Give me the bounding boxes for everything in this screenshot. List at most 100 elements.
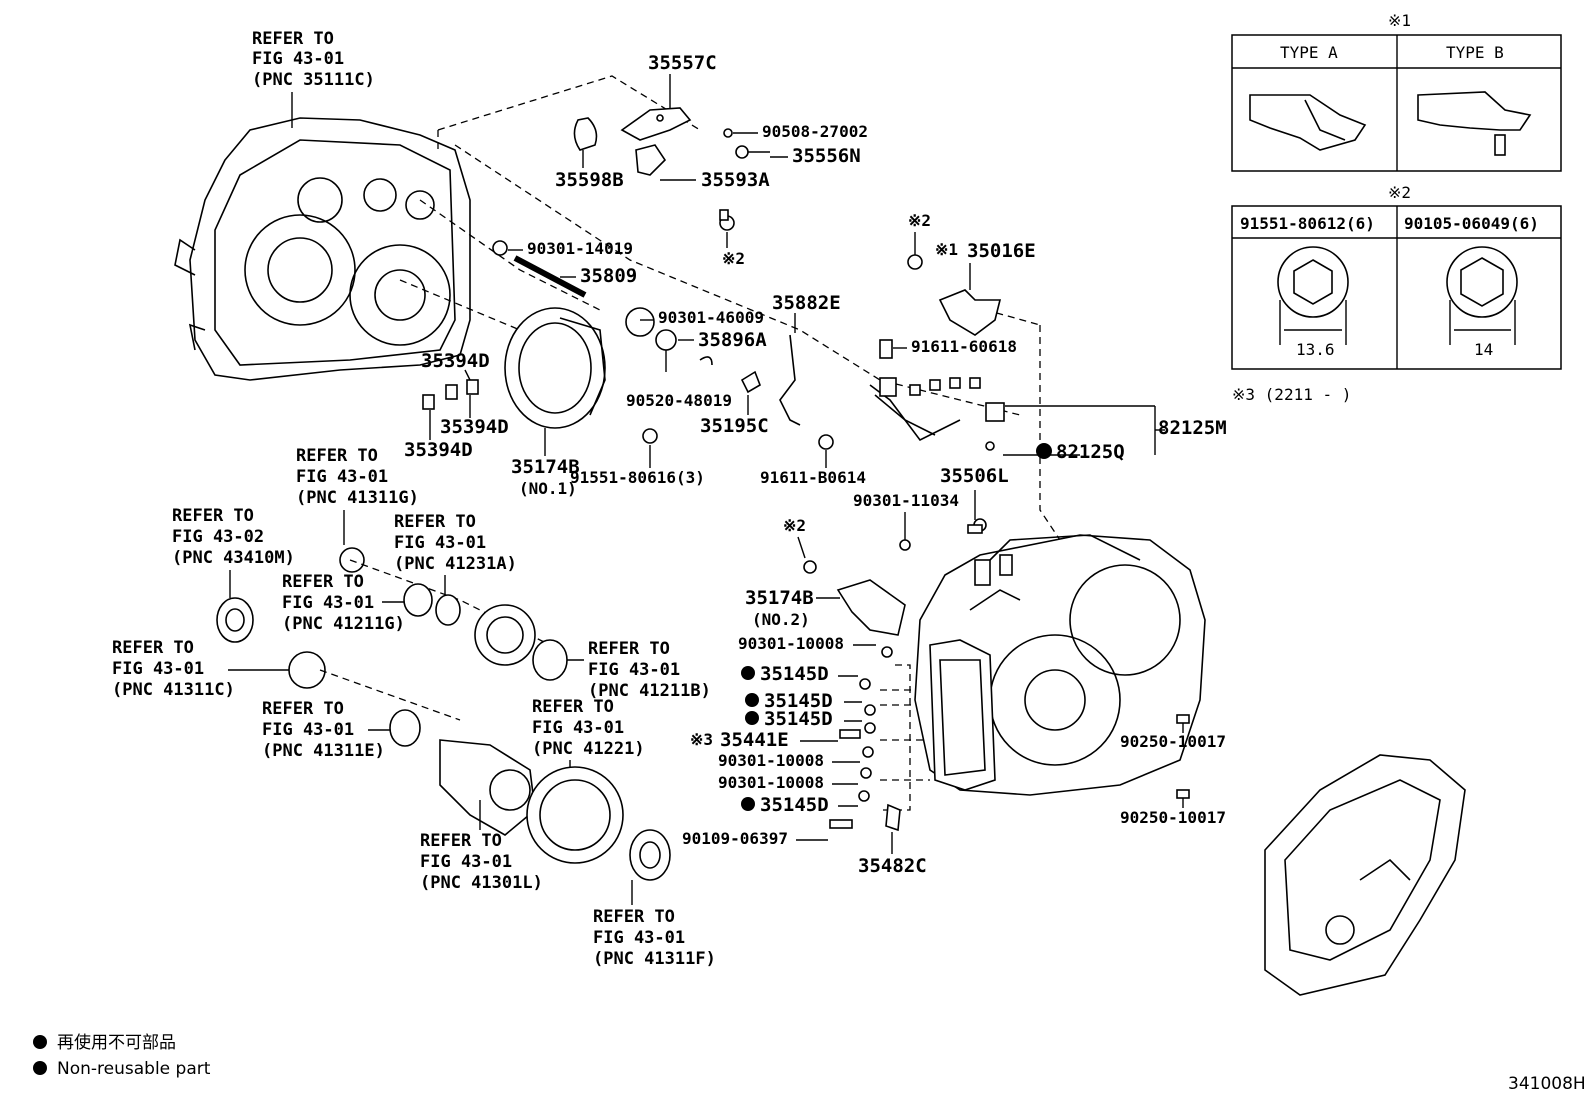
label-35394D-c: 35394D xyxy=(404,439,473,461)
label-90109-06397: 90109-06397 xyxy=(682,829,788,848)
assembly-dash-lines xyxy=(319,75,1061,811)
label-35556N: 35556N xyxy=(792,145,861,167)
transaxle-housing-drawing xyxy=(174,117,471,381)
label-82125Q: 82125Q xyxy=(1056,441,1125,463)
label-35145D-c: 35145D xyxy=(764,708,833,730)
ref-text-0: REFER TO xyxy=(296,446,378,466)
cover-35174B-no1-drawing xyxy=(504,307,606,429)
bolt-a-dim: 13.6 xyxy=(1296,340,1335,359)
ref-text-12: REFER TO xyxy=(112,638,194,658)
ref-text-1: FIG 43-01 xyxy=(296,467,388,487)
bolt-a-partno: 91551-80612(6) xyxy=(1240,214,1375,233)
label-ref2-b: ※2 xyxy=(908,211,931,230)
extension-housing-drawing xyxy=(1264,754,1466,996)
legend-dot-1 xyxy=(33,1035,47,1049)
label-91611-60618: 91611-60618 xyxy=(911,337,1017,356)
label-90301-10008-c: 90301-10008 xyxy=(718,773,824,792)
ref-text-2: (PNC 41311G) xyxy=(296,488,419,508)
ref-text-26: (PNC 41301L) xyxy=(420,873,543,893)
harness-82125M-drawing xyxy=(869,254,1165,456)
ref-text-18: REFER TO xyxy=(262,699,344,719)
label-ref1-b: ※1 xyxy=(935,240,958,259)
bolt-b-partno: 90105-06049(6) xyxy=(1404,214,1539,233)
label-ref3: ※3 xyxy=(690,730,713,749)
ref-text-20: (PNC 41311E) xyxy=(262,741,385,761)
differential-parts-drawing xyxy=(216,547,671,881)
label-35174B-no2: 35174B xyxy=(745,587,814,609)
ref-text-13: FIG 43-01 xyxy=(112,659,204,679)
label-90301-46009: 90301-46009 xyxy=(658,308,764,327)
blocks-35394D-drawing xyxy=(422,379,479,410)
label-35557C: 35557C xyxy=(648,52,717,74)
label-ref2-a: ※2 xyxy=(722,249,745,268)
ref-text-6: REFER TO xyxy=(394,512,476,532)
label-35174B-no1: 35174B xyxy=(511,456,580,478)
label-90301-10008-b: 90301-10008 xyxy=(718,751,824,770)
ref-housing-label: REFER TO FIG 43-01 (PNC 35111C) xyxy=(252,29,375,128)
ref-text-4: FIG 43-02 xyxy=(172,527,264,547)
ref-text-8: (PNC 41231A) xyxy=(394,554,517,574)
label-35394D-a: 35394D xyxy=(421,350,490,372)
note3-text: ※3 (2211 - ) xyxy=(1232,385,1351,404)
ref-text-19: FIG 43-01 xyxy=(262,720,354,740)
ref-line3: (PNC 35111C) xyxy=(252,70,375,90)
label-35482C: 35482C xyxy=(858,855,927,877)
note1-mark: ※1 xyxy=(1388,11,1411,30)
reference-labels: REFER TO FIG 43-01 (PNC 41311G) REFER TO… xyxy=(112,446,716,969)
plugs-35145D-drawing xyxy=(829,646,1190,832)
label-35016E: 35016E xyxy=(967,240,1036,262)
label-35506L: 35506L xyxy=(940,465,1009,487)
label-35145D-a: 35145D xyxy=(760,663,829,685)
ref-text-9: REFER TO xyxy=(282,572,364,592)
part-labels: 35557C 90508-27002 35556N 35598B 35593A … xyxy=(404,52,1227,877)
label-35809: 35809 xyxy=(580,265,637,287)
label-35145D-d: 35145D xyxy=(760,794,829,816)
non-reusable-dot xyxy=(1036,443,1052,459)
bolt-b-dim: 14 xyxy=(1474,340,1493,359)
label-35145D-b: 35145D xyxy=(764,690,833,712)
bracket-35557C-drawing xyxy=(492,107,834,450)
label-35896A: 35896A xyxy=(698,329,767,351)
label-35598B: 35598B xyxy=(555,169,624,191)
label-35882E: 35882E xyxy=(772,292,841,314)
label-91611-B0614: 91611-B0614 xyxy=(760,468,866,487)
type-a-header: TYPE A xyxy=(1280,43,1338,62)
ref-line1: REFER TO xyxy=(252,29,334,49)
label-90250-10017-a: 90250-10017 xyxy=(1120,732,1226,751)
label-90520-48019: 90520-48019 xyxy=(626,391,732,410)
type-b-header: TYPE B xyxy=(1446,43,1504,62)
ref-line2: FIG 43-01 xyxy=(252,49,344,69)
label-90250-10017-b: 90250-10017 xyxy=(1120,808,1226,827)
legend-jp: 再使用不可部品 xyxy=(57,1032,176,1053)
legend-en: Non-reusable part xyxy=(57,1059,211,1079)
ref-text-7: FIG 43-01 xyxy=(394,533,486,553)
label-35195C: 35195C xyxy=(700,415,769,437)
ref-text-10: FIG 43-01 xyxy=(282,593,374,613)
label-90301-11034: 90301-11034 xyxy=(853,491,959,510)
ref-text-21: REFER TO xyxy=(532,697,614,717)
ref-text-3: REFER TO xyxy=(172,506,254,526)
ref-text-16: FIG 43-01 xyxy=(588,660,680,680)
ref-text-14: (PNC 41311C) xyxy=(112,680,235,700)
label-82125M: 82125M xyxy=(1158,417,1227,439)
note2-mark: ※2 xyxy=(1388,183,1411,202)
label-90301-10008-a: 90301-10008 xyxy=(738,634,844,653)
label-35174B-no1-sub: (NO.1) xyxy=(519,479,577,498)
ref-text-23: (PNC 41221) xyxy=(532,739,645,759)
label-90301-14019: 90301-14019 xyxy=(527,239,633,258)
ref-text-17: (PNC 41211B) xyxy=(588,681,711,701)
legend: 再使用不可部品 Non-reusable part xyxy=(33,1032,211,1079)
label-35593A: 35593A xyxy=(701,169,770,191)
legend-dot-2 xyxy=(33,1061,47,1075)
ref-text-5: (PNC 43410M) xyxy=(172,548,295,568)
ref-text-29: (PNC 41311F) xyxy=(593,949,716,969)
ref-text-24: REFER TO xyxy=(420,831,502,851)
note2-table: ※2 91551-80612(6) 90105-06049(6) 13.6 14 xyxy=(1231,183,1562,370)
note1-table: ※1 TYPE A TYPE B xyxy=(1231,11,1562,172)
ref-text-25: FIG 43-01 xyxy=(420,852,512,872)
ref-text-22: FIG 43-01 xyxy=(532,718,624,738)
ref-text-15: REFER TO xyxy=(588,639,670,659)
ref-text-27: REFER TO xyxy=(593,907,675,927)
